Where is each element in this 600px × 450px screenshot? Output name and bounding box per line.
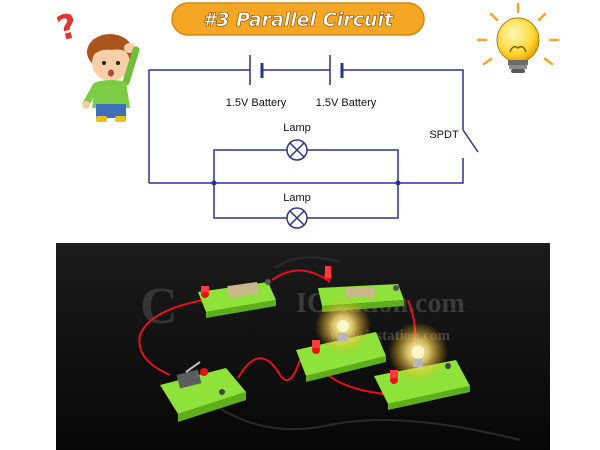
battery-module-1: [198, 279, 276, 318]
junction-right: [395, 180, 401, 186]
boy-shirt: [92, 80, 130, 108]
page-title: #3 Parallel Circuit: [203, 9, 394, 31]
red-wires: [138, 269, 417, 396]
spdt-switch-blade: [462, 129, 479, 153]
wire-right-top: [342, 69, 464, 130]
boy-face: [92, 45, 130, 81]
title-banner: #3 Parallel Circuit: [171, 2, 425, 36]
question-mark-icon: ?: [53, 6, 82, 50]
junction-left: [211, 180, 217, 186]
lamp-module-1: [296, 298, 386, 382]
light-bulb-icon: [476, 2, 560, 73]
lamp-1-bulb-icon: [337, 320, 349, 332]
title-pill: [171, 2, 425, 36]
wire-left: [148, 69, 250, 183]
photo-background: [56, 243, 550, 450]
battery-1-label: 1.5V Battery: [226, 97, 287, 109]
wire-bottom: [149, 158, 464, 184]
branch-2-left: [213, 183, 287, 219]
circuit-schematic: [148, 55, 479, 229]
switch-module: [160, 361, 246, 422]
circuit-kit-photo: C ICstation.com www.icstation.com: [56, 243, 550, 450]
branch-1-right: [307, 149, 399, 183]
switch-label: SPDT: [429, 129, 459, 141]
battery-2-label: 1.5V Battery: [316, 97, 377, 109]
thinking-boy-illustration: ?: [53, 6, 140, 122]
branch-1-left: [213, 149, 287, 183]
branch-2-right: [307, 183, 399, 219]
lamp-2-label: Lamp: [283, 192, 311, 204]
lamp-module-2: [374, 322, 470, 410]
boy-pants: [96, 104, 126, 118]
lamp-1-label: Lamp: [283, 122, 311, 134]
lamp-2-bulb-icon: [411, 345, 425, 359]
